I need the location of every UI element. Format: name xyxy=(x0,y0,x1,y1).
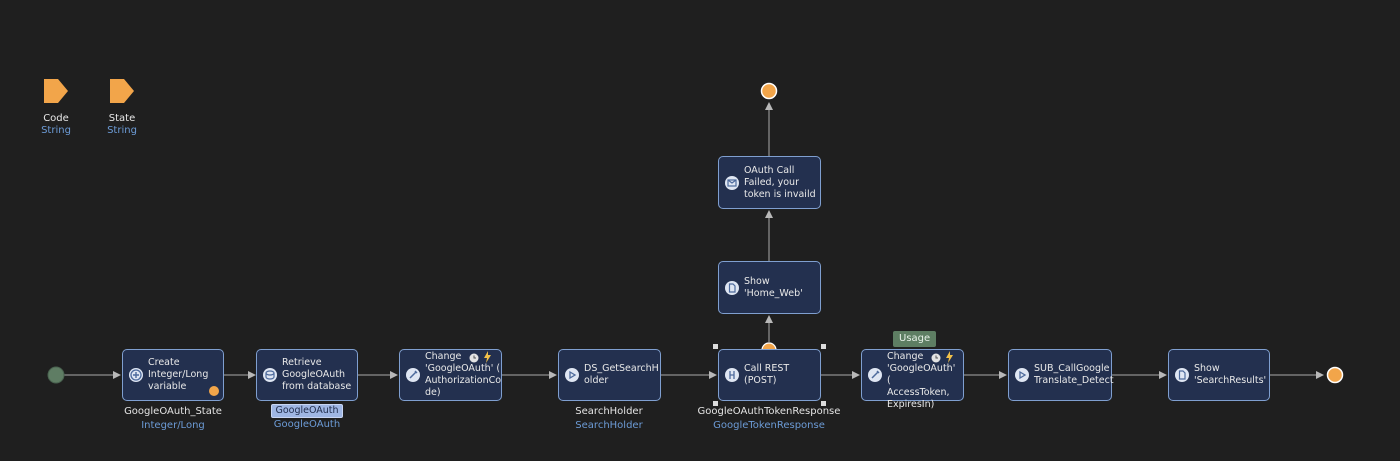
activity-label: Show 'SearchResults' xyxy=(1194,363,1267,386)
activity-label: Create Integer/Long variable xyxy=(148,357,209,392)
selection-handle[interactable] xyxy=(821,401,826,406)
output-variable: GoogleOAuth GoogleOAuth xyxy=(247,404,367,432)
show-message-activity[interactable]: OAuth Call Failed, your token is invaild xyxy=(718,156,821,209)
parameter-icon xyxy=(44,79,68,103)
activity-label: Show 'Home_Web' xyxy=(744,275,803,299)
show-page-icon xyxy=(725,280,739,295)
retrieve-activity[interactable]: Retrieve GoogleOAuth from database xyxy=(256,349,358,401)
commit-clock-icon xyxy=(931,353,941,363)
show-page-icon xyxy=(1175,368,1189,382)
microflow-call-activity[interactable]: SUB_CallGoogle Translate_Detect xyxy=(1008,349,1114,401)
create-variable-icon xyxy=(129,368,143,382)
selection-handle[interactable] xyxy=(713,344,718,349)
microflow-call-icon xyxy=(1015,368,1029,382)
call-rest-activity[interactable]: Call REST (POST) xyxy=(718,349,821,401)
microflow-call-activity[interactable]: DS_GetSearchH older xyxy=(558,349,661,401)
activity-label: Change 'GoogleOAuth' ( AuthorizationCo d… xyxy=(425,351,502,398)
refresh-lightning-icon xyxy=(946,351,953,363)
parameter-name: State xyxy=(108,113,136,124)
create-variable-activity[interactable]: Create Integer/Long variable xyxy=(122,349,224,401)
activity-label: OAuth Call Failed, your token is invaild xyxy=(744,164,816,200)
parameter-name: Code xyxy=(43,113,69,124)
activity-label: DS_GetSearchH older xyxy=(584,363,659,386)
rest-call-icon xyxy=(725,368,739,382)
variable-name: GoogleOAuth_State xyxy=(124,406,222,417)
change-object-icon xyxy=(406,368,420,382)
output-variable: GoogleOAuthTokenResponse GoogleTokenResp… xyxy=(694,405,844,433)
variable-name: GoogleOAuthTokenResponse xyxy=(697,406,841,417)
selection-handle[interactable] xyxy=(713,401,718,406)
parameter-icon xyxy=(110,79,134,103)
parameter-type: String xyxy=(41,125,71,136)
start-event[interactable] xyxy=(47,366,65,384)
change-object-activity[interactable]: Change 'GoogleOAuth' ( AccessToken, Expi… xyxy=(861,349,964,410)
output-variable: SearchHolder SearchHolder xyxy=(549,405,669,433)
parameter-type: String xyxy=(107,125,137,136)
parameter-code[interactable]: Code String xyxy=(26,78,86,136)
variable-name: GoogleOAuth xyxy=(271,404,343,418)
show-page-activity[interactable]: Show 'SearchResults' xyxy=(1168,349,1270,401)
microflow-call-icon xyxy=(565,368,579,382)
activity-label: Call REST (POST) xyxy=(744,363,790,386)
activity-label: SUB_CallGoogle Translate_Detect xyxy=(1034,363,1114,386)
parameter-state[interactable]: State String xyxy=(92,78,152,136)
activity-label: Change 'GoogleOAuth' ( AccessToken, Expi… xyxy=(887,351,956,410)
variable-type: Integer/Long xyxy=(141,420,205,431)
commit-clock-icon xyxy=(469,353,479,363)
variable-type: SearchHolder xyxy=(575,420,643,431)
show-message-icon xyxy=(725,175,739,190)
show-page-activity[interactable]: Show 'Home_Web' xyxy=(718,261,821,314)
end-event[interactable] xyxy=(760,82,778,100)
variable-name: SearchHolder xyxy=(575,406,643,417)
selection-handle[interactable] xyxy=(821,344,826,349)
change-object-icon xyxy=(868,368,882,382)
usage-label: Usage xyxy=(893,331,937,347)
change-object-activity[interactable]: Change 'GoogleOAuth' ( AuthorizationCo d… xyxy=(399,349,502,401)
retrieve-database-icon xyxy=(263,368,277,382)
activity-label: Retrieve GoogleOAuth from database xyxy=(282,357,352,392)
end-event[interactable] xyxy=(1326,366,1344,384)
variable-type: GoogleOAuth xyxy=(273,419,341,430)
variable-type: GoogleTokenResponse xyxy=(713,420,825,431)
output-variable: GoogleOAuth_State Integer/Long xyxy=(113,405,233,433)
error-handler-icon xyxy=(209,386,219,396)
refresh-lightning-icon xyxy=(484,351,491,363)
